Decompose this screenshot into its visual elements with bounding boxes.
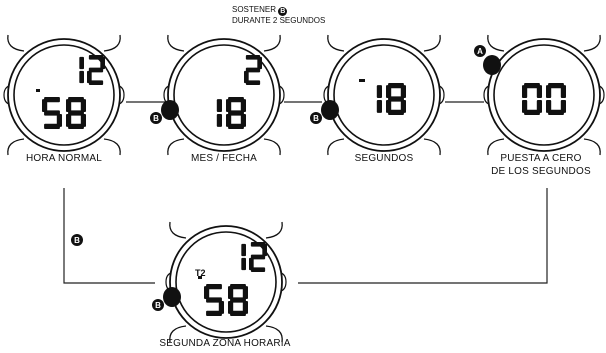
button-b-badge: B bbox=[150, 112, 162, 124]
digit-bottom-1 bbox=[228, 284, 248, 316]
digit-bottom-0 bbox=[216, 99, 222, 127]
label-mes-fecha: MES / FECHA bbox=[190, 153, 258, 164]
svg-text:B: B bbox=[74, 236, 80, 245]
watch-lug bbox=[487, 34, 505, 52]
label-reset-line2: DE LOS SEGUNDOS bbox=[491, 166, 591, 177]
digit-bottom-0 bbox=[204, 284, 224, 316]
colon-dot bbox=[198, 276, 202, 279]
loop-button-badge: B bbox=[71, 234, 83, 246]
digit-top-0 bbox=[79, 56, 84, 84]
hold-instruction: SOSTENER B DURANTE 2 SEGUNDOS bbox=[232, 5, 325, 25]
label-puesta-a-cero: PUESTA A CERO DE LOS SEGUNDOS bbox=[476, 152, 606, 178]
pressed-button bbox=[321, 100, 339, 120]
watch-lug bbox=[169, 325, 187, 343]
pressed-button bbox=[161, 100, 179, 120]
svg-text:B: B bbox=[313, 114, 319, 123]
digit-bottom-0 bbox=[42, 97, 62, 129]
watch-lug bbox=[263, 34, 281, 52]
digit-bottom-1 bbox=[386, 83, 406, 115]
label-segunda-zona: SEGUNDA ZONA HORARIA bbox=[159, 338, 291, 349]
watch-lug bbox=[583, 34, 601, 52]
hold-duration: DURANTE 2 SEGUNDOS bbox=[232, 16, 326, 25]
watch-lug bbox=[103, 34, 121, 52]
watch-face bbox=[175, 231, 277, 333]
digit-bottom-1 bbox=[546, 83, 566, 115]
button-b-badge: B bbox=[310, 112, 322, 124]
digit-bottom-1 bbox=[226, 97, 246, 129]
label-hora-normal: HORA NORMAL bbox=[25, 153, 103, 164]
connector-reset-zone2 bbox=[298, 188, 548, 284]
hold-label: SOSTENER bbox=[232, 5, 277, 14]
watch-face bbox=[333, 44, 435, 146]
watch-lug bbox=[327, 138, 345, 156]
colon-dot bbox=[36, 89, 40, 92]
watch-lug bbox=[423, 138, 441, 156]
digit-top-1 bbox=[249, 242, 267, 272]
watch-lug bbox=[167, 34, 185, 52]
watch-face bbox=[13, 44, 115, 146]
digit-top-1 bbox=[87, 55, 105, 85]
label-reset-line1: PUESTA A CERO bbox=[500, 153, 582, 164]
watch-lug bbox=[7, 138, 25, 156]
b-badge-icon: B bbox=[278, 7, 288, 16]
watch-lug bbox=[265, 221, 283, 239]
watch-lug bbox=[7, 34, 25, 52]
watch-face bbox=[493, 44, 595, 146]
watch-lug bbox=[167, 138, 185, 156]
button-a-badge: A bbox=[474, 45, 486, 57]
button-b-badge: B bbox=[152, 299, 164, 311]
pressed-button bbox=[483, 55, 501, 75]
watch-lug bbox=[583, 138, 601, 156]
digit-top-0 bbox=[241, 243, 246, 271]
digit-bottom-0 bbox=[376, 85, 382, 113]
connector-normal-zone2 bbox=[63, 188, 155, 284]
watch-lug bbox=[487, 138, 505, 156]
watch-lug bbox=[265, 325, 283, 343]
digit-bottom-1 bbox=[66, 97, 86, 129]
label-segundos: SEGUNDOS bbox=[354, 153, 414, 164]
watch-lug bbox=[423, 34, 441, 52]
watch-date: B bbox=[150, 34, 285, 156]
watch-normal bbox=[3, 34, 125, 156]
svg-text:B: B bbox=[153, 114, 159, 123]
watch-lug bbox=[103, 138, 121, 156]
watch-zone2: B T2 bbox=[152, 221, 287, 343]
watch-lug bbox=[327, 34, 345, 52]
t2-indicator: T2 bbox=[195, 268, 206, 278]
digit-top-0 bbox=[244, 55, 262, 85]
connector-lines bbox=[63, 101, 548, 284]
pressed-button bbox=[163, 287, 181, 307]
digit-bottom-0 bbox=[522, 83, 542, 115]
svg-text:B: B bbox=[155, 301, 161, 310]
dash-mark bbox=[359, 79, 365, 82]
watch-reset: A bbox=[474, 34, 605, 156]
watch-lug bbox=[263, 138, 281, 156]
svg-text:A: A bbox=[477, 47, 483, 56]
watch-lug bbox=[169, 221, 187, 239]
watch-seconds: B bbox=[310, 34, 445, 156]
